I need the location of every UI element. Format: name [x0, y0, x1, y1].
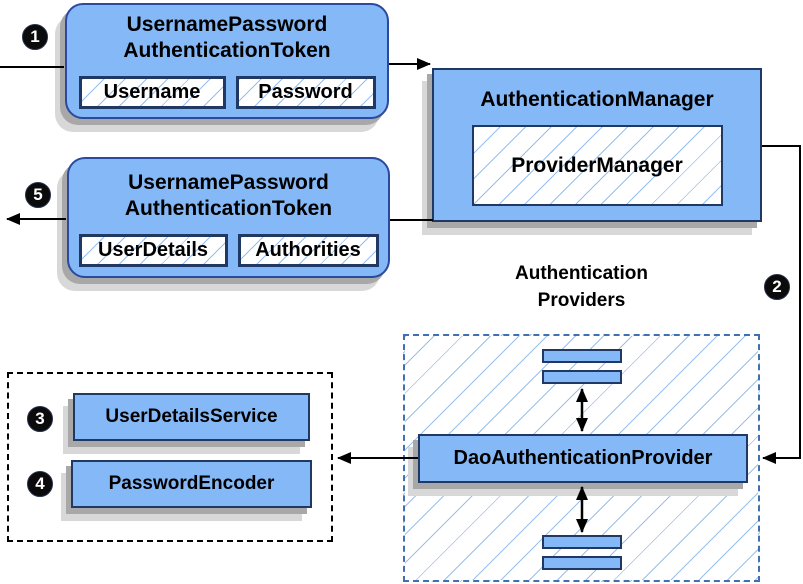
step-1-badge: 1: [22, 24, 48, 50]
token-request-title-line1: UsernamePassword: [126, 13, 328, 36]
token-response-title-line2: AuthenticationToken: [124, 196, 333, 220]
username-field-box: Username: [78, 76, 226, 109]
password-encoder-box: PasswordEncoder: [71, 460, 312, 508]
user-details-service-box: UserDetailsService: [73, 393, 310, 441]
provider-manager-box: ProviderManager: [471, 125, 723, 206]
other-provider-bar: [542, 370, 622, 384]
arrow-manager-to-dao-provider: [762, 145, 801, 464]
providers-label-line2: Providers: [537, 289, 626, 311]
token-request-title-line2: AuthenticationToken: [123, 38, 331, 62]
password-field-box: Password: [235, 76, 376, 109]
token-response-title-line1: UsernamePassword: [128, 171, 329, 194]
step-5-badge: 5: [25, 182, 51, 208]
step-3-badge: 3: [27, 406, 53, 432]
dao-authentication-provider-box: DaoAuthenticationProvider: [418, 434, 748, 483]
token-request-title: UsernamePassword AuthenticationToken: [67, 12, 387, 63]
token-request-fields: Username Password: [67, 76, 387, 109]
authentication-manager-title: AuthenticationManager: [480, 88, 714, 111]
step-2-badge: 2: [764, 274, 790, 300]
user-details-field-box: UserDetails: [78, 234, 228, 267]
token-response-title: UsernamePassword AuthenticationToken: [69, 170, 388, 221]
other-provider-bar: [542, 349, 622, 363]
services-group-box: [7, 372, 333, 542]
step-4-badge: 4: [27, 471, 53, 497]
other-provider-bar: [542, 535, 622, 549]
authentication-manager-box: AuthenticationManager ProviderManager: [432, 68, 762, 222]
username-password-token-request-box: UsernamePassword AuthenticationToken Use…: [65, 3, 389, 119]
providers-label-line1: Authentication: [515, 263, 648, 284]
token-response-fields: UserDetails Authorities: [69, 234, 388, 267]
other-provider-bar: [542, 556, 622, 570]
authorities-field-box: Authorities: [237, 234, 379, 267]
username-password-token-response-box: UsernamePassword AuthenticationToken Use…: [67, 157, 390, 278]
authentication-providers-label: Authentication Providers: [403, 261, 760, 314]
